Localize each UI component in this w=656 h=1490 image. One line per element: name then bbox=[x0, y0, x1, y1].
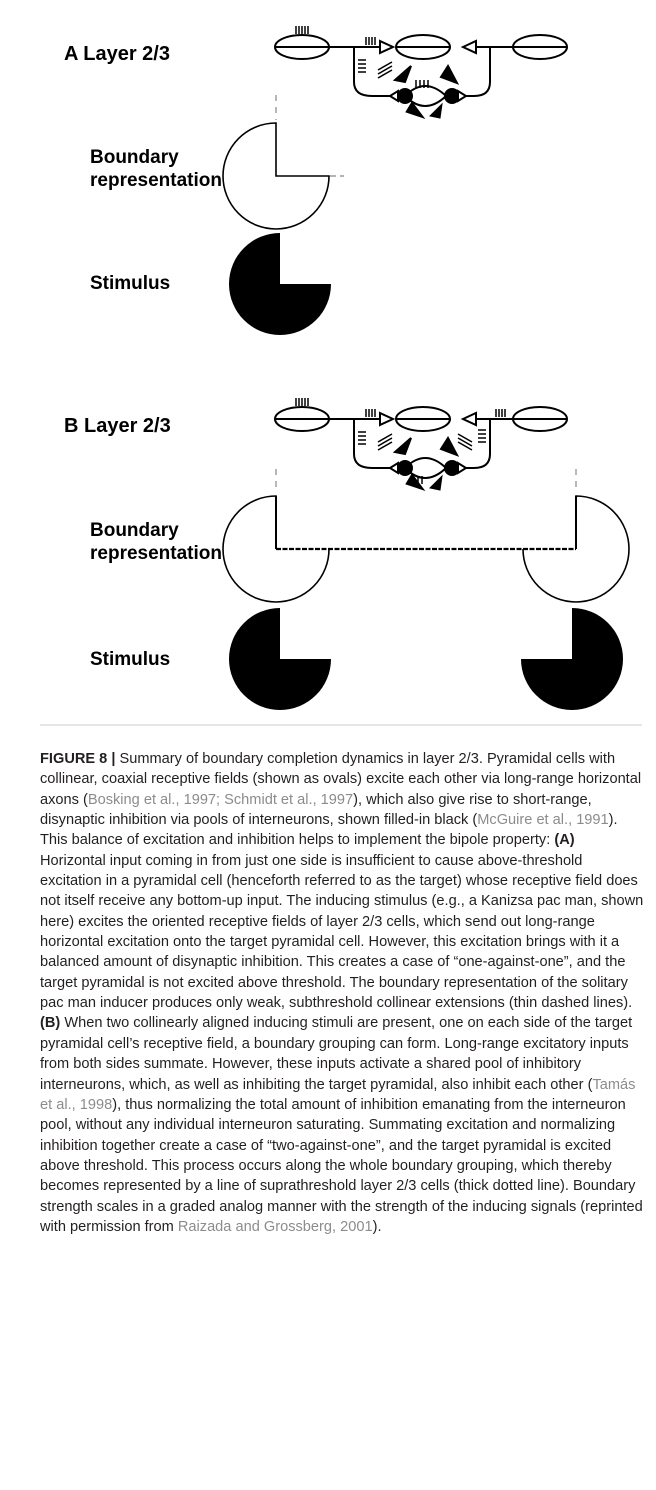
caption-segment: ). bbox=[372, 1218, 382, 1235]
citation-link[interactable]: Bosking et al., 1997; Schmidt et al., 19… bbox=[87, 791, 354, 808]
panel-a-circuit bbox=[274, 26, 568, 119]
panel-a-boundary-label-1: Boundary bbox=[90, 147, 179, 168]
panel-b-boundary-label-2: representation bbox=[90, 543, 222, 564]
caption-segment: ), thus normalizing the total amount of … bbox=[40, 1096, 643, 1235]
caption-segment: Horizontal input coming in from just one… bbox=[40, 852, 644, 1012]
panel-a: A Layer 2/3 bbox=[64, 26, 568, 335]
panel-b-circuit bbox=[274, 398, 568, 491]
panel-b: B Layer 2/3 bbox=[64, 398, 630, 710]
figure-caption: FIGURE 8 | Summary of boundary completio… bbox=[40, 749, 644, 1237]
panel-a-title: A Layer 2/3 bbox=[64, 43, 170, 65]
panel-a-boundary-label-2: representation bbox=[90, 170, 222, 191]
interneuron-left bbox=[397, 88, 413, 104]
citation-link[interactable]: McGuire et al., 1991 bbox=[477, 812, 609, 829]
figure-divider bbox=[40, 724, 642, 726]
citation-link[interactable]: Tamás et al., 1998 bbox=[40, 1076, 636, 1113]
interneuron-right bbox=[444, 88, 460, 104]
caption-panel-ref: (A) bbox=[554, 832, 575, 849]
caption-panel-ref: (B) bbox=[40, 1015, 61, 1032]
panel-b-title: B Layer 2/3 bbox=[64, 415, 171, 437]
panel-a-boundary-shape bbox=[222, 95, 344, 230]
panel-b-boundary-shape bbox=[222, 469, 630, 603]
caption-segment: Summary of boundary completion dynamics … bbox=[40, 751, 642, 808]
citation-link[interactable]: Raizada and Grossberg, 2001 bbox=[177, 1218, 373, 1235]
panel-a-stimulus-label: Stimulus bbox=[90, 273, 170, 294]
caption-segment: ), which also give rise to short-range, … bbox=[40, 791, 592, 829]
panel-b-pac-man-right bbox=[521, 608, 623, 710]
panel-b-pac-man-left bbox=[229, 608, 331, 710]
caption-segment: ). This balance of excitation and inhibi… bbox=[40, 812, 618, 849]
caption-segment: When two collinearly aligned inducing st… bbox=[40, 1015, 633, 1093]
figure-caption-label: FIGURE 8 | bbox=[40, 751, 116, 767]
panel-b-stimulus-label: Stimulus bbox=[90, 649, 170, 670]
figure-8: A Layer 2/3 bbox=[64, 26, 630, 710]
panel-a-pac-man-stimulus bbox=[229, 233, 331, 335]
panel-b-boundary-label-1: Boundary bbox=[90, 520, 179, 541]
